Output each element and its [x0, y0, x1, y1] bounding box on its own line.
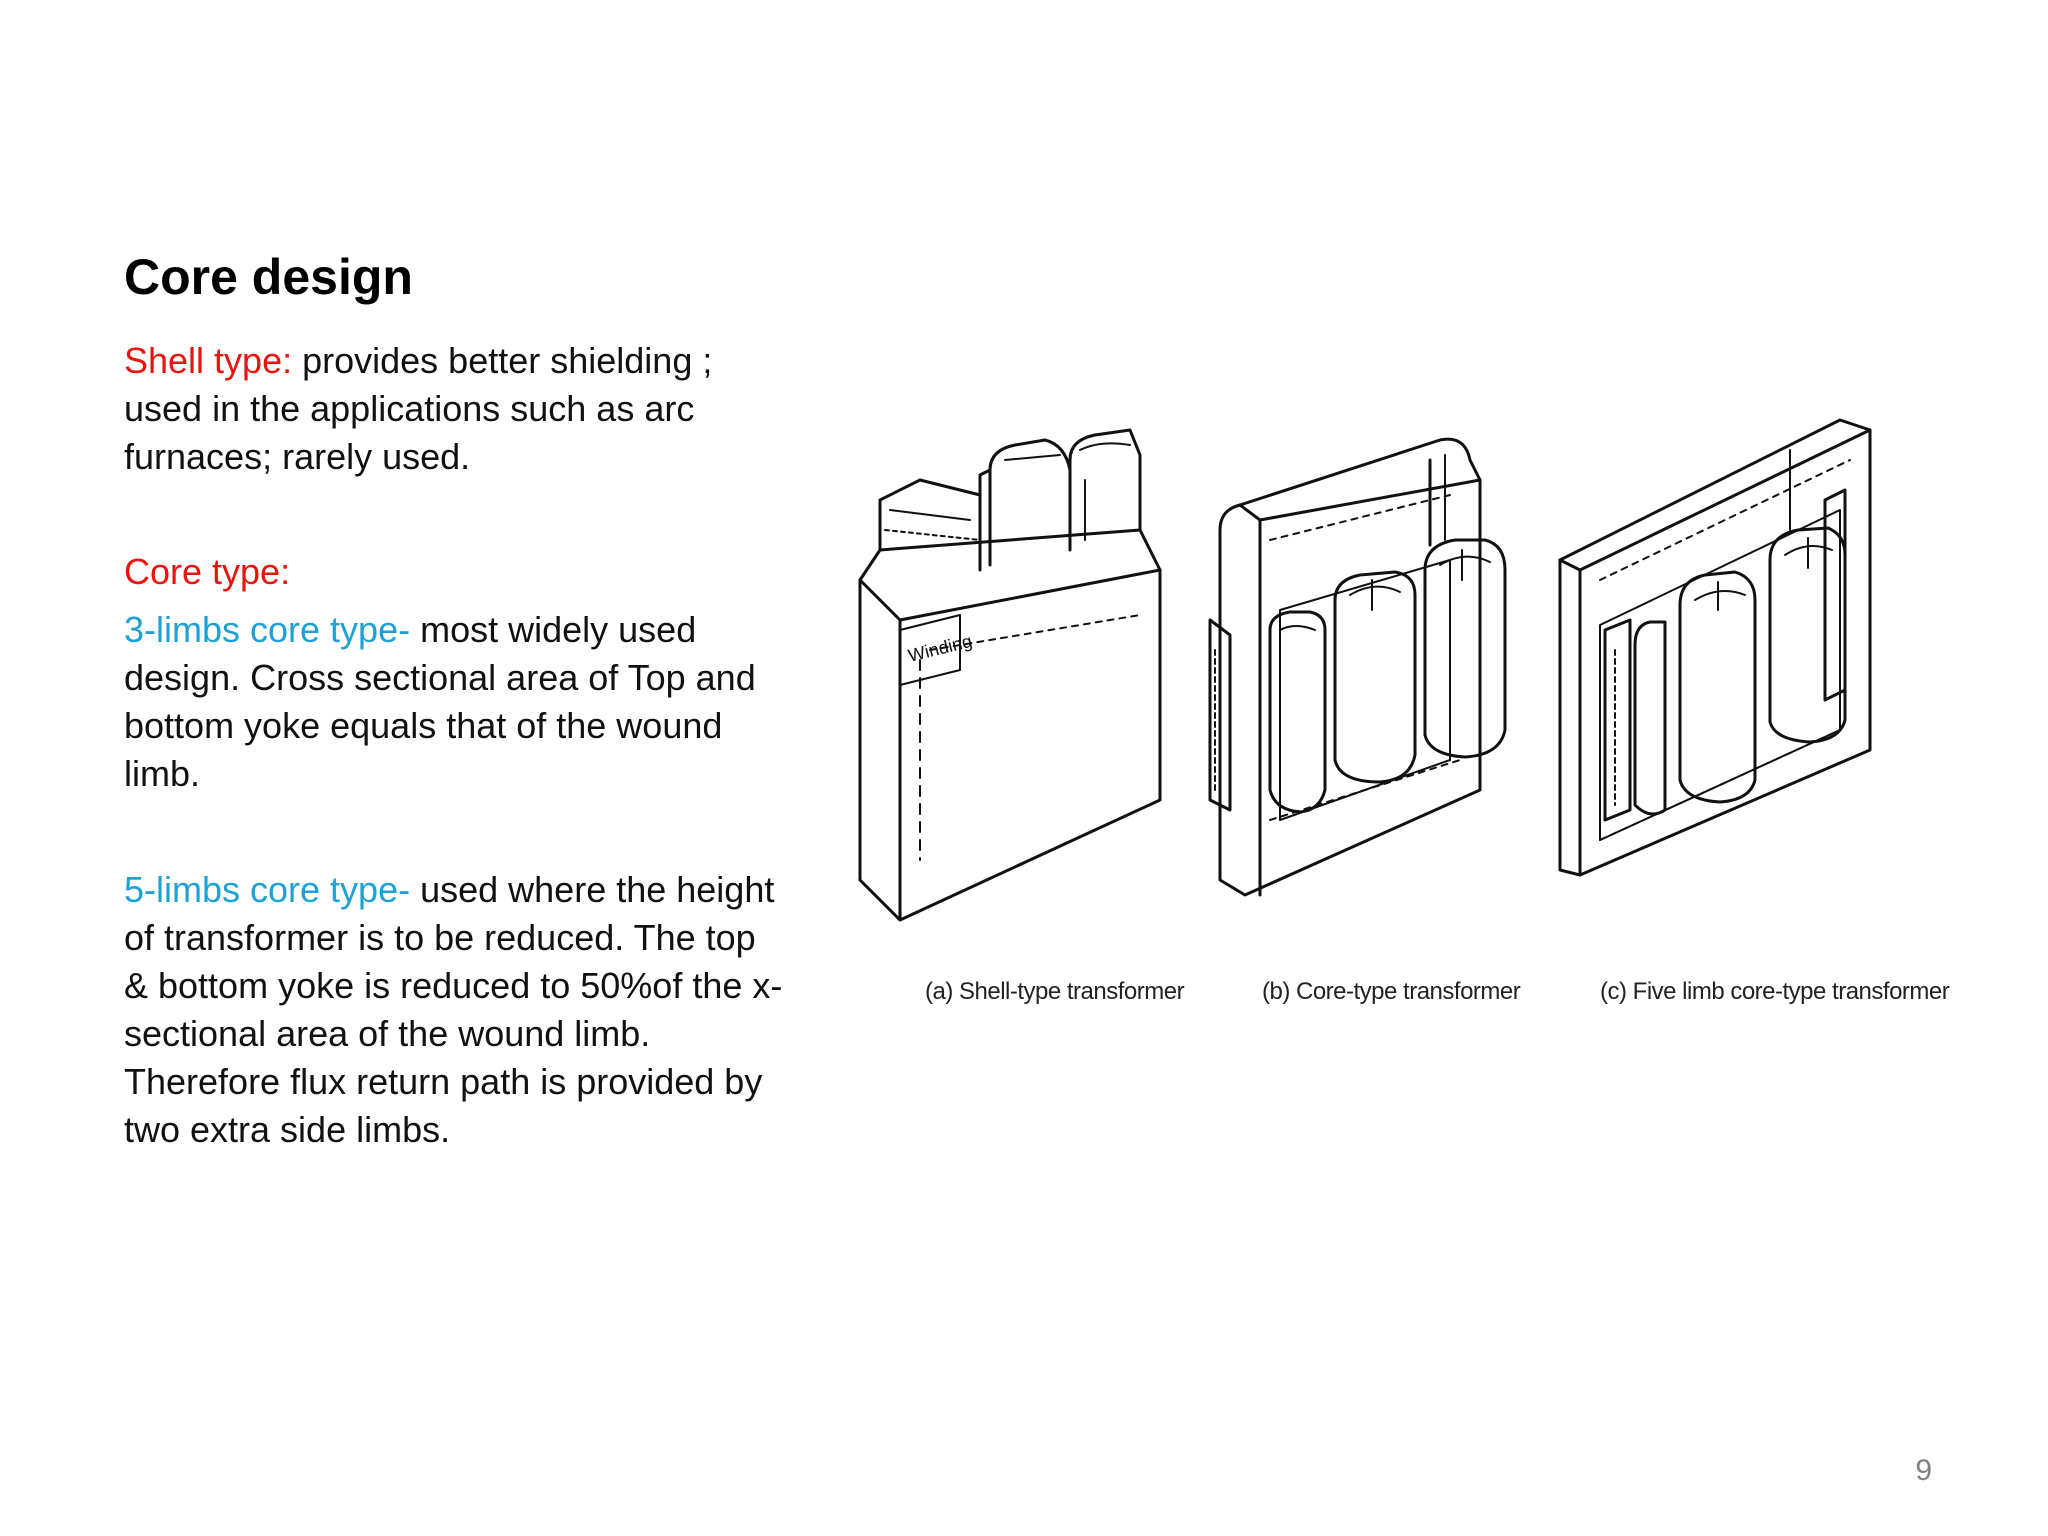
shell-type-text: provides better shielding ; used in the … — [124, 340, 713, 477]
slide-title: Core design — [124, 249, 413, 305]
five-limb-text: used where the height of transformer is … — [124, 869, 783, 1150]
winding-label: Winding — [906, 631, 974, 666]
transformer-figure: Winding — [840, 400, 1920, 1040]
caption-shell-type: (a) Shell-type transformer — [925, 978, 1185, 1005]
shell-type-drawing: Winding — [858, 428, 1162, 922]
core-type-heading: Core type: — [124, 548, 784, 596]
three-limb-text: most widely used design. Cross sectional… — [124, 609, 756, 794]
three-limb-label: 3-limbs core type- — [124, 609, 411, 650]
caption-core-type: (b) Core-type transformer — [1262, 978, 1521, 1005]
five-limb-paragraph: 5-limbs core type- used where the height… — [124, 866, 784, 1154]
shell-type-paragraph: Shell type: provides better shielding ; … — [124, 337, 784, 481]
shell-type-label: Shell type: — [124, 340, 293, 381]
page-number: 9 — [1915, 1454, 1932, 1487]
three-limb-paragraph: 3-limbs core type- most widely used desi… — [124, 606, 784, 798]
core-type-drawing — [1208, 437, 1507, 897]
core-type-label: Core type: — [124, 551, 291, 592]
five-limb-label: 5-limbs core type- — [124, 869, 411, 910]
five-limb-drawing — [1558, 418, 1872, 877]
caption-five-limb: (c) Five limb core-type transformer — [1600, 978, 1950, 1005]
